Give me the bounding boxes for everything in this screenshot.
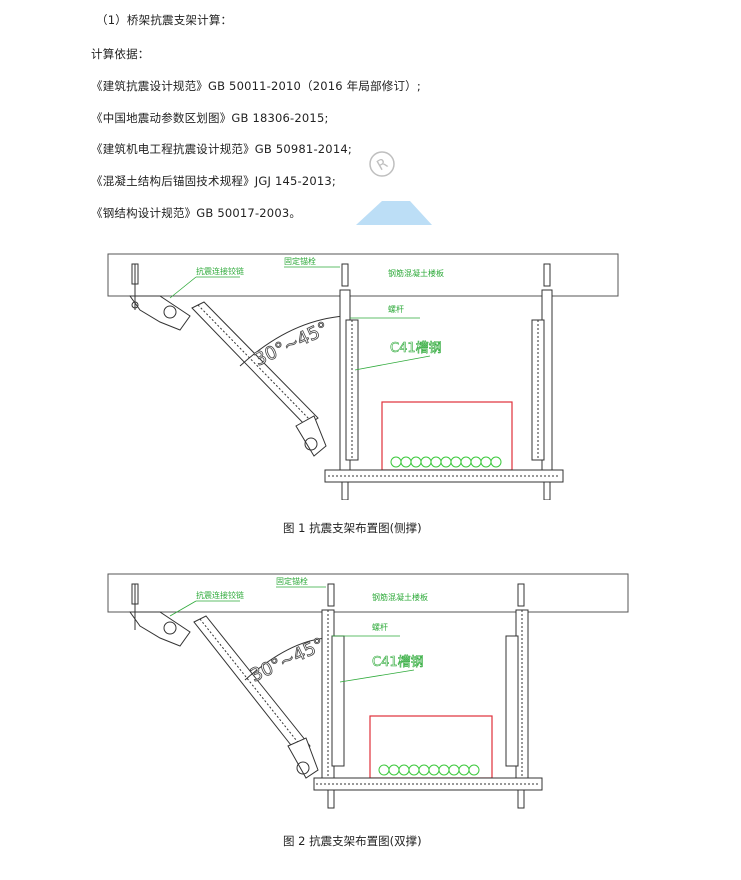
label-slab: 钢筋混凝土楼板	[372, 592, 428, 602]
label-connector: 抗震连接铰链	[196, 590, 244, 600]
figure-1-caption: 图 1 抗震支架布置图(侧撑)	[283, 521, 422, 535]
diagonal-brace	[193, 615, 319, 779]
angle-arc	[239, 315, 346, 367]
reference-4: 《混凝土结构后锚固技术规程》JGJ 145-2013;	[91, 174, 336, 188]
diagonal-brace	[191, 301, 327, 457]
svg-text:R: R	[374, 155, 391, 174]
angle-arc	[244, 637, 329, 681]
angle-label: 30°~45°	[247, 634, 327, 686]
label-channel: C41槽钢	[372, 655, 424, 670]
angle-label: 30°~45°	[251, 318, 331, 370]
basis-heading: 计算依据：	[91, 47, 150, 61]
top-hinge	[129, 295, 191, 331]
cable-bundle	[378, 764, 480, 776]
label-anchor: 固定锚栓	[284, 256, 316, 266]
figure-2-caption: 图 2 抗震支架布置图(双撑)	[283, 834, 422, 848]
label-anchor: 固定锚栓	[276, 576, 308, 586]
concrete-slab	[107, 253, 619, 297]
figure-2-diagram: 30°~45° 抗震连接铰链 固定锚栓 钢筋混凝土楼板 螺杆 C41槽钢	[107, 573, 629, 809]
right-vertical-channel	[531, 289, 553, 471]
right-vertical-channel	[505, 609, 529, 779]
label-connector: 抗震连接铰链	[196, 266, 244, 276]
reference-2: 《中国地震动参数区划图》GB 18306-2015;	[91, 111, 329, 125]
reference-1: 《建筑抗震设计规范》GB 50011-2010（2016 年局部修订）;	[91, 79, 421, 93]
label-channel: C41槽钢	[390, 341, 442, 356]
watermark-shape	[356, 201, 432, 225]
cable-tray	[369, 715, 493, 779]
cable-bundle	[390, 456, 502, 468]
concrete-slab	[107, 573, 629, 613]
bottom-beam	[324, 469, 564, 500]
figure-1-diagram: 30°~45° 抗震连接铰链 固定锚栓 钢筋混凝土楼板 螺杆 C41槽钢	[107, 253, 619, 500]
label-rod: 螺杆	[388, 304, 404, 314]
top-hinge	[129, 611, 191, 647]
left-vertical-channel	[339, 289, 359, 471]
registered-mark-watermark: R	[369, 151, 395, 177]
reference-3: 《建筑机电工程抗震设计规范》GB 50981-2014;	[91, 142, 352, 156]
anchor-bolts	[131, 583, 525, 630]
label-slab: 钢筋混凝土楼板	[388, 268, 444, 278]
label-rod: 螺杆	[372, 622, 388, 632]
reference-5: 《钢结构设计规范》GB 50017-2003。	[91, 206, 302, 220]
left-vertical-channel	[321, 609, 345, 779]
bottom-beam	[313, 777, 543, 809]
section-title: （1）桥架抗震支架计算：	[96, 13, 233, 27]
